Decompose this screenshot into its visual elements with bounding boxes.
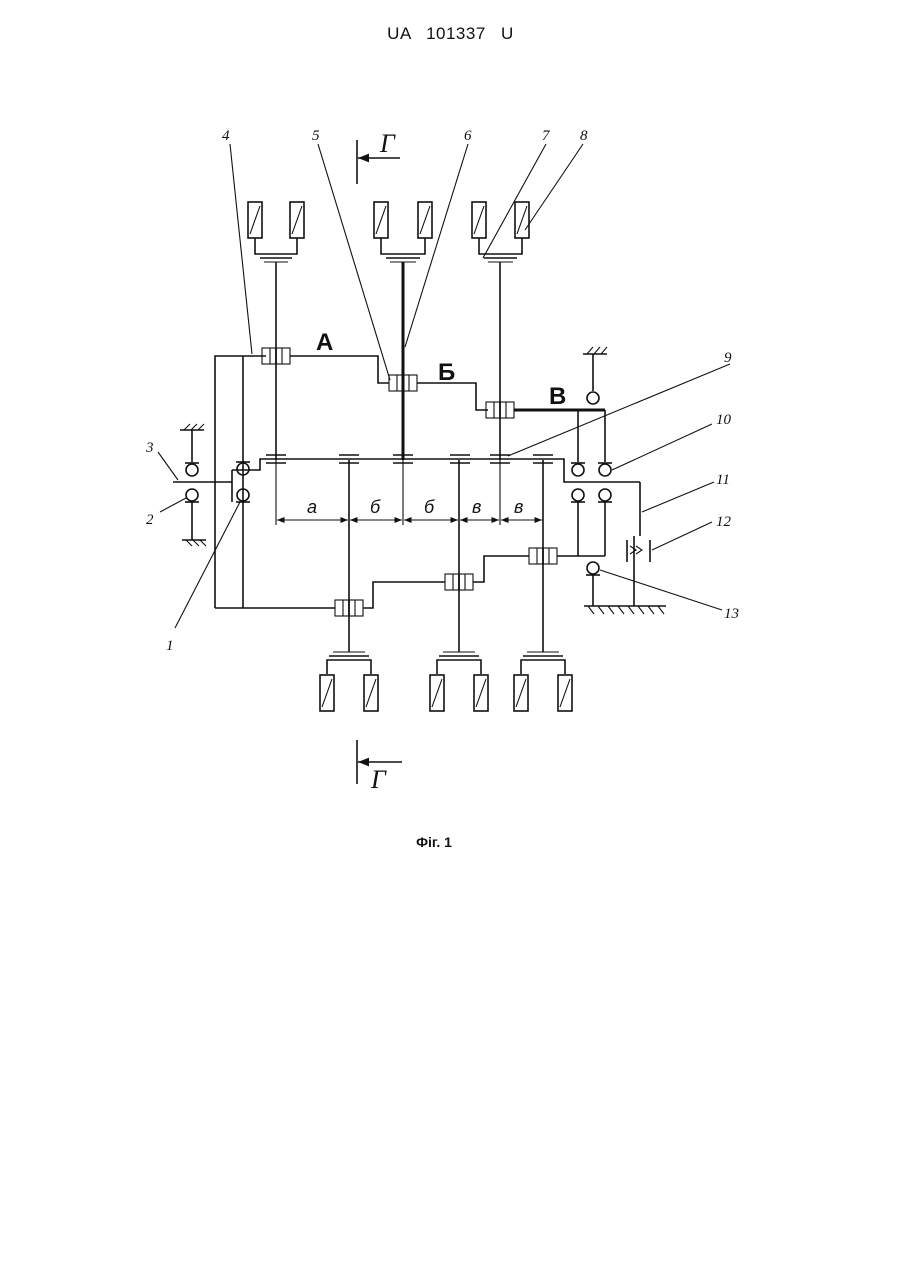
top-brush-head-1 [248, 202, 304, 262]
dimension-chain: а б б в в [276, 460, 542, 525]
clutch-lower-1 [335, 600, 363, 616]
part-number-1: 1 [166, 638, 174, 654]
top-brush-head-3 [472, 202, 529, 262]
dim-label-a: а [307, 497, 317, 517]
right-drive-shaft [627, 482, 650, 606]
group-label-a: А [316, 329, 333, 356]
clutch-b [389, 375, 417, 391]
bottom-brush-head-2 [430, 652, 488, 711]
left-input-shaft [173, 424, 232, 546]
part-number-11: 11 [716, 472, 730, 488]
clutch-lower-3 [529, 548, 557, 564]
part-number-3: 3 [145, 440, 154, 456]
group-label-v: В [549, 383, 566, 410]
part-number-10: 10 [716, 412, 732, 428]
dim-label-b2: б [424, 497, 435, 517]
part-number-9: 9 [724, 350, 732, 366]
lower-rod-right [473, 556, 529, 582]
ground-top-right [583, 347, 607, 404]
lower-rod-mid [363, 582, 445, 608]
figure-caption: Фіг. 1 [0, 834, 868, 850]
clutch-a [262, 348, 290, 364]
part-number-6: 6 [464, 128, 472, 144]
top-brush-head-2 [374, 202, 432, 262]
bottom-brush-head-3 [514, 652, 572, 711]
bottom-brush-head-1 [320, 652, 378, 711]
part-number-12: 12 [716, 514, 732, 530]
section-mark-bottom: Г [357, 740, 402, 794]
rod-b-v [417, 383, 488, 410]
part-number-8: 8 [580, 128, 588, 144]
part-number-2: 2 [146, 512, 154, 528]
group-label-b: Б [438, 359, 455, 386]
part-number-4: 4 [222, 128, 230, 144]
part-number-5: 5 [312, 128, 320, 144]
section-label-top: Г [379, 129, 396, 158]
clutch-lower-2 [445, 574, 473, 590]
rod-a-b [290, 356, 389, 383]
dim-label-v1: в [472, 497, 481, 517]
dim-label-b1: б [370, 497, 381, 517]
clutch-v [486, 402, 514, 418]
part-number-13: 13 [724, 606, 739, 622]
dim-label-v2: в [514, 497, 523, 517]
section-label-bottom: Г [370, 765, 387, 794]
part-number-7: 7 [542, 128, 551, 144]
section-mark-top: Г [357, 129, 400, 184]
